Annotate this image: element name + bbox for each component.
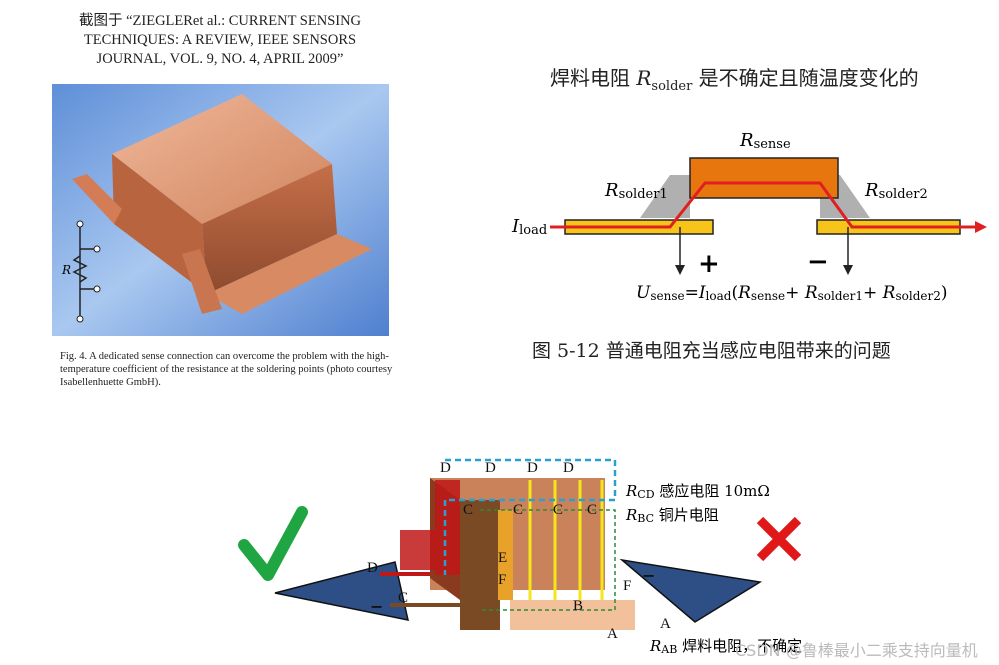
citation-line-1: 截图于 “ZIEGLERet al.: CURRENT SENSING xyxy=(78,13,362,29)
label-d-4: D xyxy=(563,460,574,476)
check-icon xyxy=(238,506,308,581)
label-a: A xyxy=(607,626,618,642)
right-probe-triangle xyxy=(619,558,763,623)
label-d-1: D xyxy=(440,460,451,476)
title-r: R xyxy=(636,66,652,90)
label-c-1: C xyxy=(463,502,473,518)
label-f: F xyxy=(498,572,506,588)
cross-icon xyxy=(756,516,802,562)
rsolder1-label: Rsolder1 xyxy=(604,180,668,202)
label-b: B xyxy=(573,598,583,614)
fig4-caption-line-3: Isabellenhuette GmbH). xyxy=(60,377,161,388)
sense-resistor-diagram: Rsense Rsolder1 Rsolder2 Iload + − Usens… xyxy=(511,130,987,303)
left-probe-triangle xyxy=(274,561,409,621)
schematic-r-label: R xyxy=(61,263,71,277)
plus-sign: + xyxy=(698,249,720,279)
label-c-4: C xyxy=(587,502,597,518)
solder1-fillet xyxy=(640,175,690,218)
kelvin-shunt-illustration: − − D D D D C C C C E F B A D C F A RCD … xyxy=(238,458,802,656)
fig4-caption: Fig. 4. A dedicated sense connection can… xyxy=(60,350,440,389)
watermark: CSDN @鲁棒最小二乘支持向量机 xyxy=(735,641,978,660)
shunt-resistor-photo: R xyxy=(52,84,389,336)
label-right-a: A xyxy=(660,616,671,632)
current-path xyxy=(550,181,975,229)
label-d-2: D xyxy=(485,460,496,476)
usense-formula: Usense=Iload(Rsense+ Rsolder1+ Rsolder2) xyxy=(636,283,947,303)
label-d-3: D xyxy=(527,460,538,476)
left-leg xyxy=(460,500,500,630)
solder-resistance-title: 焊料电阻 Rsolder 是不确定且随温度变化的 xyxy=(550,62,919,94)
citation-line-3: JOURNAL, VOL. 9, NO. 4, APRIL 2009” xyxy=(96,51,344,67)
label-c-3: C xyxy=(553,502,563,518)
iload-label: Iload xyxy=(511,216,547,238)
label-right-f: F xyxy=(623,578,631,594)
label-e: E xyxy=(498,550,507,566)
title-suffix: 是不确定且随温度变化的 xyxy=(692,66,919,90)
current-arrow xyxy=(975,221,987,233)
label-c-2: C xyxy=(513,502,523,518)
title-sub: solder xyxy=(651,79,693,94)
label-left-c: C xyxy=(398,590,408,606)
figure-5-12-caption: 图 5-12 普通电阻充当感应电阻带来的问题 xyxy=(532,340,891,362)
rab-annotation: RAB 焊料电阻，不确定 xyxy=(649,637,802,656)
citation-header: 截图于 “ZIEGLERet al.: CURRENT SENSING TECH… xyxy=(60,12,380,69)
label-left-d: D xyxy=(367,560,378,576)
right-triangle-minus: − xyxy=(642,566,655,585)
rsense-body xyxy=(689,157,839,199)
right-foot xyxy=(510,600,635,630)
citation-line-2: TECHNIQUES: A REVIEW, IEEE SENSORS xyxy=(83,32,357,48)
rsolder2-label: Rsolder2 xyxy=(864,180,928,202)
minus-sign: − xyxy=(807,247,829,277)
title-prefix: 焊料电阻 xyxy=(550,66,637,90)
rsense-label: Rsense xyxy=(739,130,791,152)
fig4-caption-line-2: temperature coefficient of the resistanc… xyxy=(60,364,393,375)
rbc-annotation: RBC 铜片电阻 xyxy=(625,506,719,525)
fig4-caption-line-1: Fig. 4. A dedicated sense connection can… xyxy=(60,351,389,362)
left-triangle-minus: − xyxy=(370,597,383,616)
rcd-annotation: RCD 感应电阻 10mΩ xyxy=(625,482,770,501)
